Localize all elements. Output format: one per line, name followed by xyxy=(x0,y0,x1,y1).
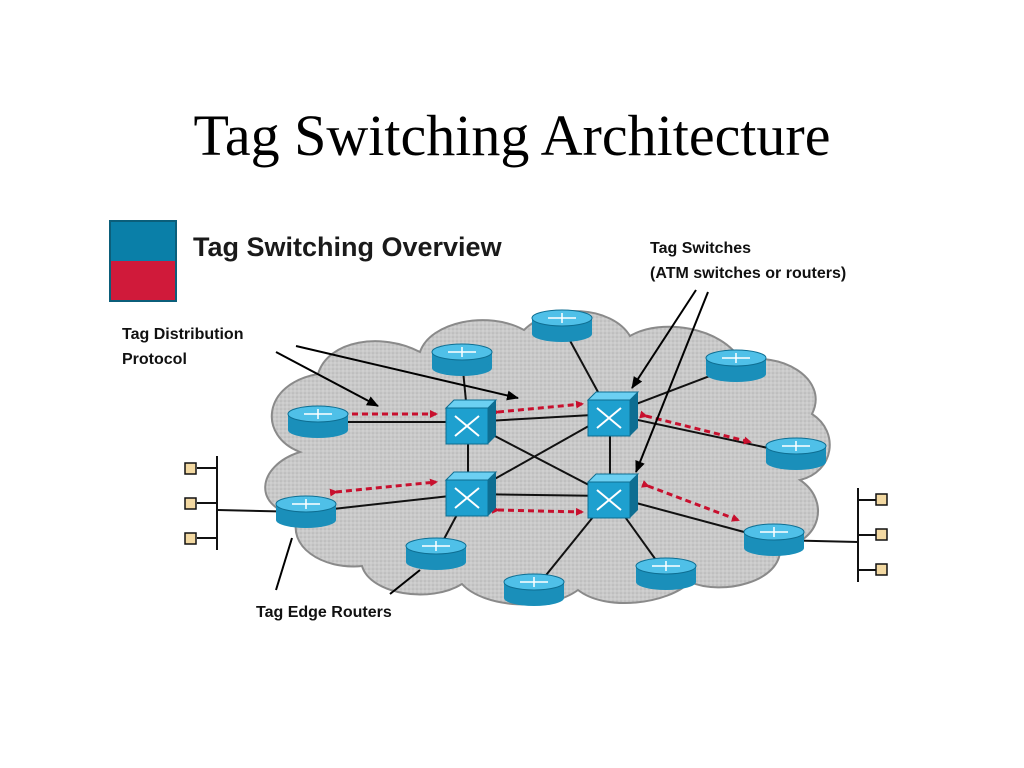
legend-blue-square xyxy=(110,221,176,261)
router-icon xyxy=(431,343,493,376)
tag-edge-routers-label: Tag Edge Routers xyxy=(256,604,392,621)
legend-red-square xyxy=(110,261,176,301)
router-icon xyxy=(765,437,827,470)
tdp-arrow xyxy=(640,480,740,522)
router-icon xyxy=(405,537,467,570)
tdp-arrow xyxy=(329,478,438,497)
switch-callout-arrow xyxy=(631,289,697,389)
router-icon xyxy=(275,495,337,528)
tag-switches xyxy=(444,391,640,519)
atm-switch-icon xyxy=(444,471,498,517)
tdp-arrow xyxy=(639,410,752,445)
tag-switches-label-line2: (ATM switches or routers) xyxy=(650,265,847,282)
edge-callout-line xyxy=(275,537,293,591)
hosts-left xyxy=(184,456,218,550)
slide-title: Tag Switching Architecture xyxy=(193,103,831,168)
tdp-label-line1: Tag Distribution xyxy=(122,326,244,343)
tdp-arrow xyxy=(491,505,584,516)
host-icon xyxy=(184,497,197,510)
router-icon xyxy=(531,309,593,342)
edge-callout-line xyxy=(389,569,421,595)
atm-switch-icon xyxy=(586,391,640,437)
routers xyxy=(275,309,827,606)
overview-title: Tag Switching Overview xyxy=(193,232,502,262)
tdp-callout-arrow xyxy=(295,345,519,401)
hosts-right xyxy=(857,488,888,582)
atm-switch-icon xyxy=(586,473,640,519)
router-icon xyxy=(705,349,767,382)
tag-switches-label: Tag Switches (ATM switches or routers) xyxy=(650,236,846,286)
router-icon xyxy=(503,573,565,606)
tdp-callout-arrow xyxy=(275,351,379,407)
atm-switch-icon xyxy=(444,399,498,445)
router-icon xyxy=(743,523,805,556)
tdp-label-line2: Protocol xyxy=(122,351,187,368)
tag-distribution-protocol-label: Tag Distribution Protocol xyxy=(122,322,243,372)
host-icon xyxy=(184,462,197,475)
legend-block xyxy=(109,220,177,302)
callout-arrows xyxy=(275,289,709,595)
tdp-arrows xyxy=(329,400,752,522)
host-icon xyxy=(184,532,197,545)
switch-callout-arrow xyxy=(635,291,709,473)
router-icon xyxy=(287,405,349,438)
router-icon xyxy=(635,557,697,590)
host-icon xyxy=(875,493,888,506)
tdp-arrow xyxy=(491,400,584,417)
host-icon xyxy=(875,563,888,576)
tag-switches-label-line1: Tag Switches xyxy=(650,240,752,257)
host-icon xyxy=(875,528,888,541)
